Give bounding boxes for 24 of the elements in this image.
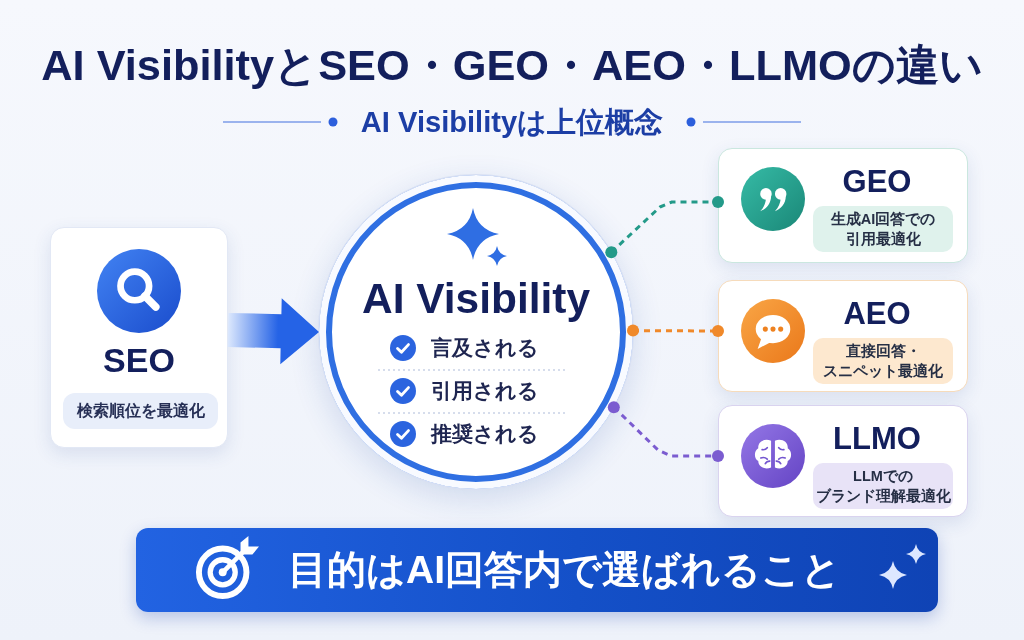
description-pill: LLMでのブランド理解最適化 [813, 463, 953, 509]
card-title: SEO [102, 340, 176, 380]
list-item: 推奨される [431, 421, 539, 447]
term-card [50, 227, 228, 448]
goal-banner [136, 528, 938, 612]
title: AI VisibilityとSEO・GEO・AEO・LLMOの違い [41, 40, 983, 91]
subtitle: AI Visibilityは上位概念 [360, 106, 664, 138]
card-title: LLMO [832, 421, 922, 457]
banner-text: 目的はAI回答内で選ばれること [288, 547, 841, 593]
card-title: GEO [841, 164, 913, 200]
circle-title: AI Visibility [362, 275, 590, 323]
term-card [718, 280, 968, 392]
description-pill: 検索順位を最適化 [63, 393, 218, 429]
list-item: 言及される [431, 335, 539, 361]
description-pill: 直接回答・スニペット最適化 [813, 338, 953, 384]
card-title: AEO [842, 296, 912, 332]
block-arrow [227, 298, 319, 365]
dotted-connector [605, 196, 724, 259]
term-card [718, 148, 968, 263]
term-card [718, 405, 968, 517]
list-item: 引用される [431, 378, 539, 404]
dotted-connector [607, 401, 724, 462]
description-pill: 生成AI回答での引用最適化 [813, 206, 953, 252]
dotted-connector [627, 324, 724, 337]
